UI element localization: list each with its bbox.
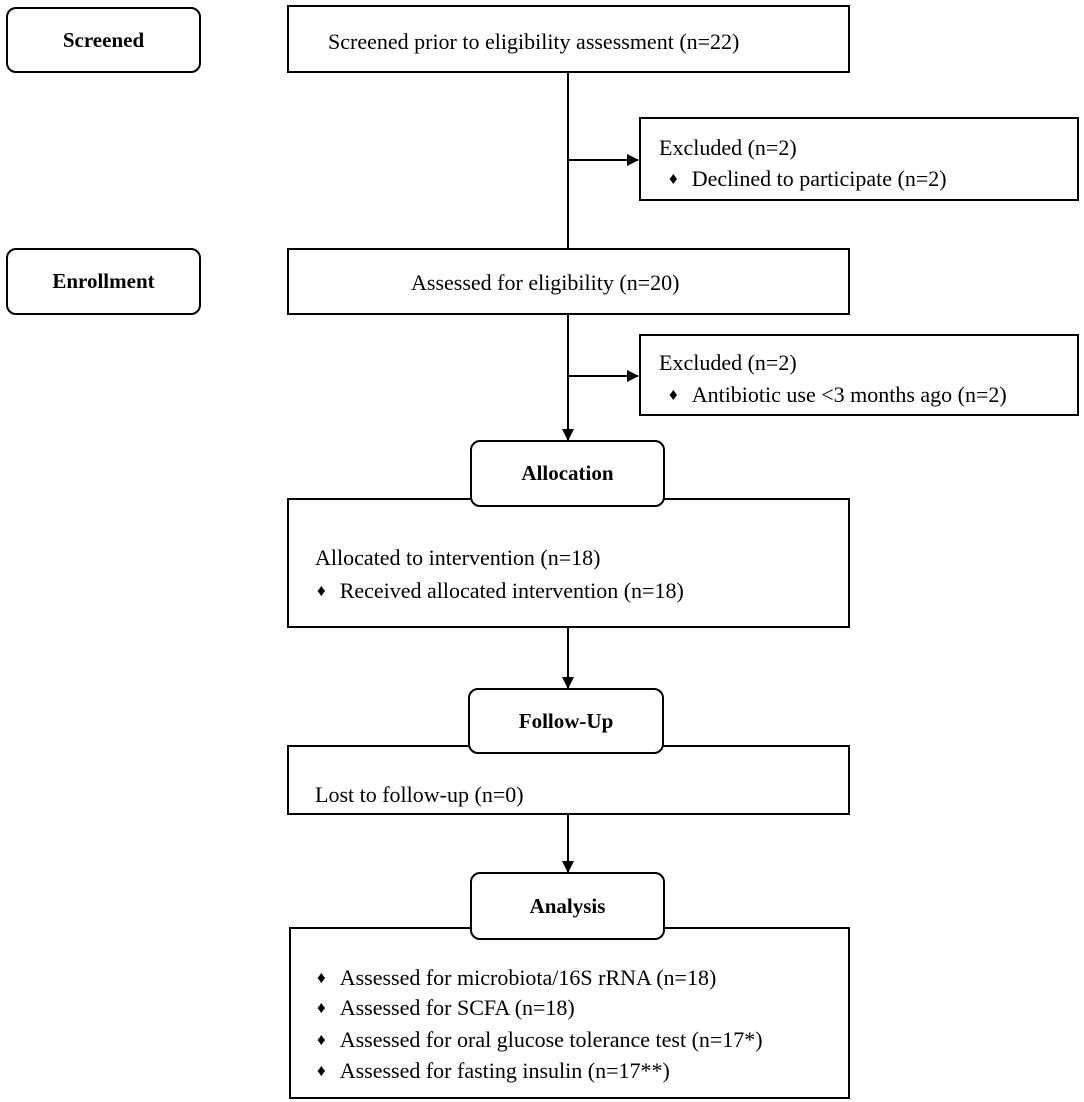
excluded-box-1: Excluded (n=2) ♦ Declined to participate …: [639, 117, 1079, 201]
stage-label-enrollment-text: Enrollment: [52, 269, 155, 293]
stage-label-allocation-text: Allocation: [521, 461, 614, 485]
analysis-item-3-text: Assessed for oral glucose tolerance test…: [339, 1027, 763, 1052]
analysis-item-2: ♦ Assessed for SCFA (n=18): [317, 997, 575, 1019]
analysis-item-1-text: Assessed for microbiota/16S rRNA (n=18): [339, 965, 717, 990]
screened-box-text: Screened prior to eligibility assessment…: [328, 29, 740, 54]
stage-label-follow-up: Follow-Up: [468, 688, 664, 754]
stage-label-screened-text: Screened: [62, 27, 145, 52]
analysis-item-1: ♦ Assessed for microbiota/16S rRNA (n=18): [317, 967, 716, 989]
diamond-bullet-icon: ♦: [669, 385, 678, 404]
diamond-bullet-icon: ♦: [317, 581, 326, 600]
excluded-1-title: Excluded (n=2): [659, 135, 797, 160]
allocation-box-item: ♦ Received allocated intervention (n=18): [317, 580, 684, 602]
stage-label-allocation: Allocation: [470, 440, 665, 507]
excluded-2-item-text: Antibiotic use <3 months ago (n=2): [691, 382, 1007, 407]
analysis-item-2-text: Assessed for SCFA (n=18): [339, 995, 575, 1020]
stage-label-screened: Screened: [6, 7, 201, 73]
followup-box: Lost to follow-up (n=0): [287, 745, 850, 815]
excluded-box-2: Excluded (n=2) ♦ Antibiotic use <3 months…: [639, 334, 1079, 416]
analysis-item-4-text: Assessed for fasting insulin (n=17**): [339, 1058, 670, 1083]
allocation-box-title: Allocated to intervention (n=18): [315, 545, 601, 570]
excluded-1-item-text: Declined to participate (n=2): [691, 166, 947, 191]
analysis-item-3: ♦ Assessed for oral glucose tolerance tes…: [317, 1029, 763, 1051]
screened-box: Screened prior to eligibility assessment…: [287, 5, 850, 73]
analysis-item-4: ♦ Assessed for fasting insulin (n=17**): [317, 1060, 670, 1082]
excluded-2-item: ♦ Antibiotic use <3 months ago (n=2): [669, 384, 1007, 406]
diamond-bullet-icon: ♦: [317, 1061, 326, 1080]
stage-label-follow-up-text: Follow-Up: [518, 708, 614, 733]
stage-label-analysis: Analysis: [470, 872, 665, 940]
diamond-bullet-icon: ♦: [317, 1030, 326, 1049]
allocation-box: Allocated to intervention (n=18) ♦ Receiv…: [287, 498, 850, 628]
stage-label-analysis-text: Analysis: [529, 893, 606, 918]
diamond-bullet-icon: ♦: [669, 169, 678, 188]
followup-box-text: Lost to follow-up (n=0): [315, 782, 524, 807]
analysis-box: ♦ Assessed for microbiota/16S rRNA (n=18)…: [289, 927, 850, 1099]
excluded-2-title: Excluded (n=2): [659, 350, 797, 375]
excluded-1-item: ♦ Declined to participate (n=2): [669, 168, 947, 190]
diamond-bullet-icon: ♦: [317, 998, 326, 1017]
eligibility-box: Assessed for eligibility (n=20): [287, 248, 850, 315]
eligibility-box-text: Assessed for eligibility (n=20): [411, 270, 680, 295]
allocation-box-item-text: Received allocated intervention (n=18): [339, 578, 684, 603]
stage-label-enrollment: Enrollment: [6, 248, 201, 315]
diamond-bullet-icon: ♦: [317, 968, 326, 987]
